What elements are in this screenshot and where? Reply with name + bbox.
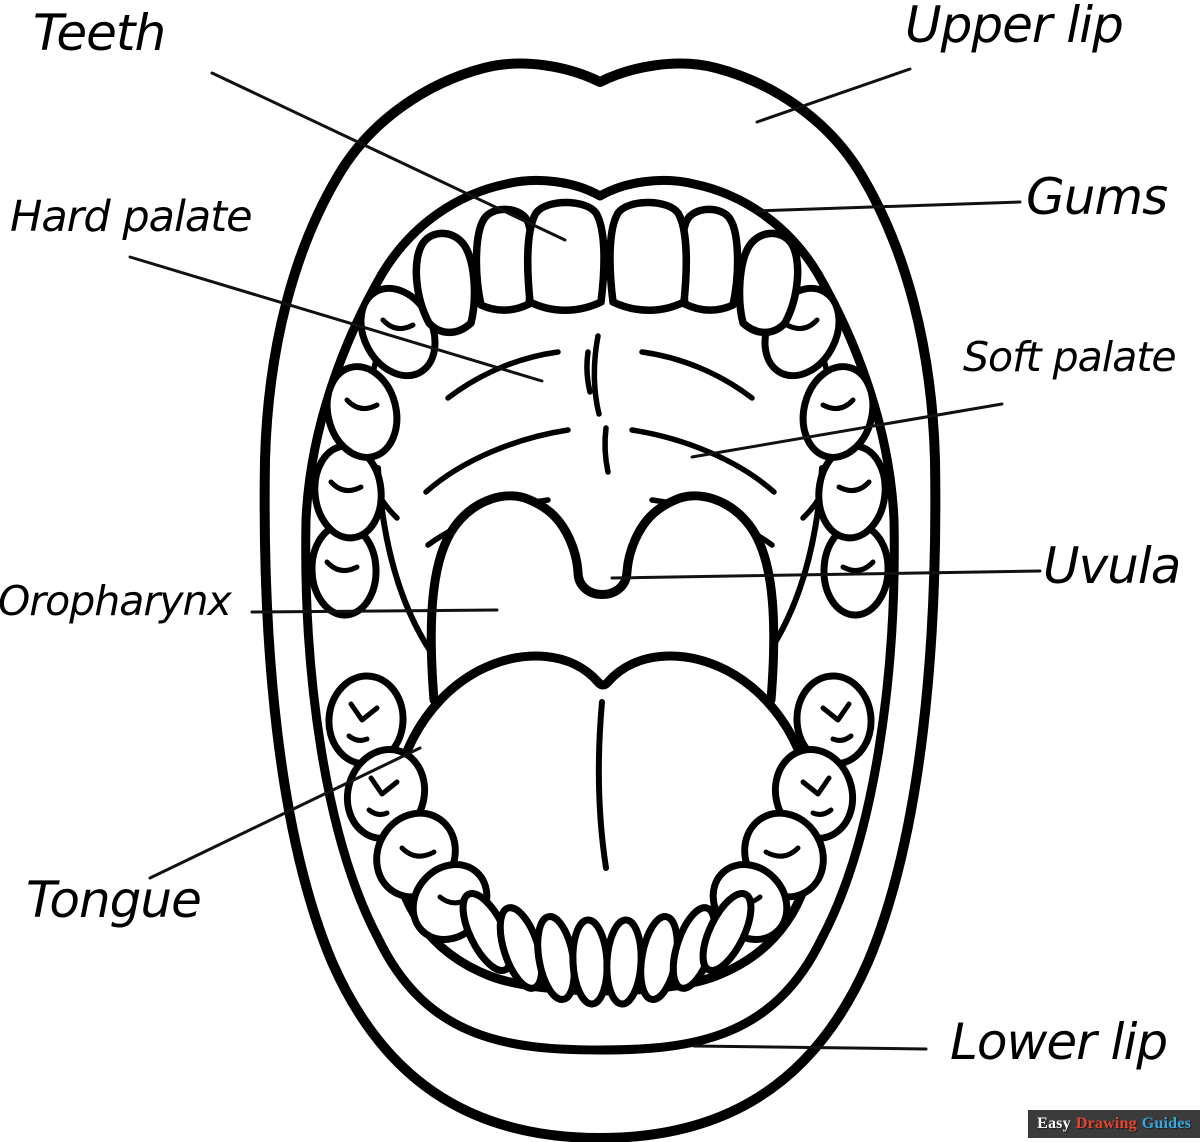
oropharynx-leader-line bbox=[250, 608, 499, 614]
soft-palate-leader-line bbox=[690, 402, 1004, 459]
upper-front-teeth bbox=[412, 198, 802, 337]
label-uvula: Uvula bbox=[1043, 537, 1181, 595]
teeth-leader-line bbox=[210, 71, 567, 242]
hard-palate-leader-line bbox=[128, 255, 544, 383]
label-lower-lip: Lower lip bbox=[950, 1013, 1168, 1071]
label-hard-palate: Hard palate bbox=[10, 192, 253, 242]
label-upper-lip: Upper lip bbox=[905, 0, 1124, 54]
upper-molar-marks bbox=[324, 317, 876, 574]
tongue-leader-line bbox=[148, 746, 422, 880]
lower-lip-leader-line bbox=[692, 1044, 928, 1051]
lower-incisors bbox=[459, 890, 755, 1008]
uvula-leader-line bbox=[610, 569, 1042, 580]
gums-leader-line bbox=[754, 200, 1022, 213]
watermark-drawing: Drawing bbox=[1075, 1115, 1137, 1132]
label-tongue: Tongue bbox=[26, 871, 202, 929]
soft-palate-uvula-outline bbox=[426, 491, 779, 705]
leader-lines bbox=[128, 67, 1042, 1051]
label-teeth: Teeth bbox=[33, 4, 166, 62]
watermark-easy: Easy bbox=[1037, 1115, 1071, 1132]
label-soft-palate: Soft palate bbox=[963, 333, 1177, 381]
upper-lip-leader-line bbox=[755, 67, 912, 124]
label-gums: Gums bbox=[1026, 168, 1168, 226]
label-oropharynx: Oropharynx bbox=[0, 577, 232, 625]
watermark-badge: Easy Drawing Guides bbox=[1028, 1110, 1200, 1138]
outer-lip-outline bbox=[259, 58, 941, 1142]
watermark-guides: Guides bbox=[1141, 1115, 1191, 1132]
